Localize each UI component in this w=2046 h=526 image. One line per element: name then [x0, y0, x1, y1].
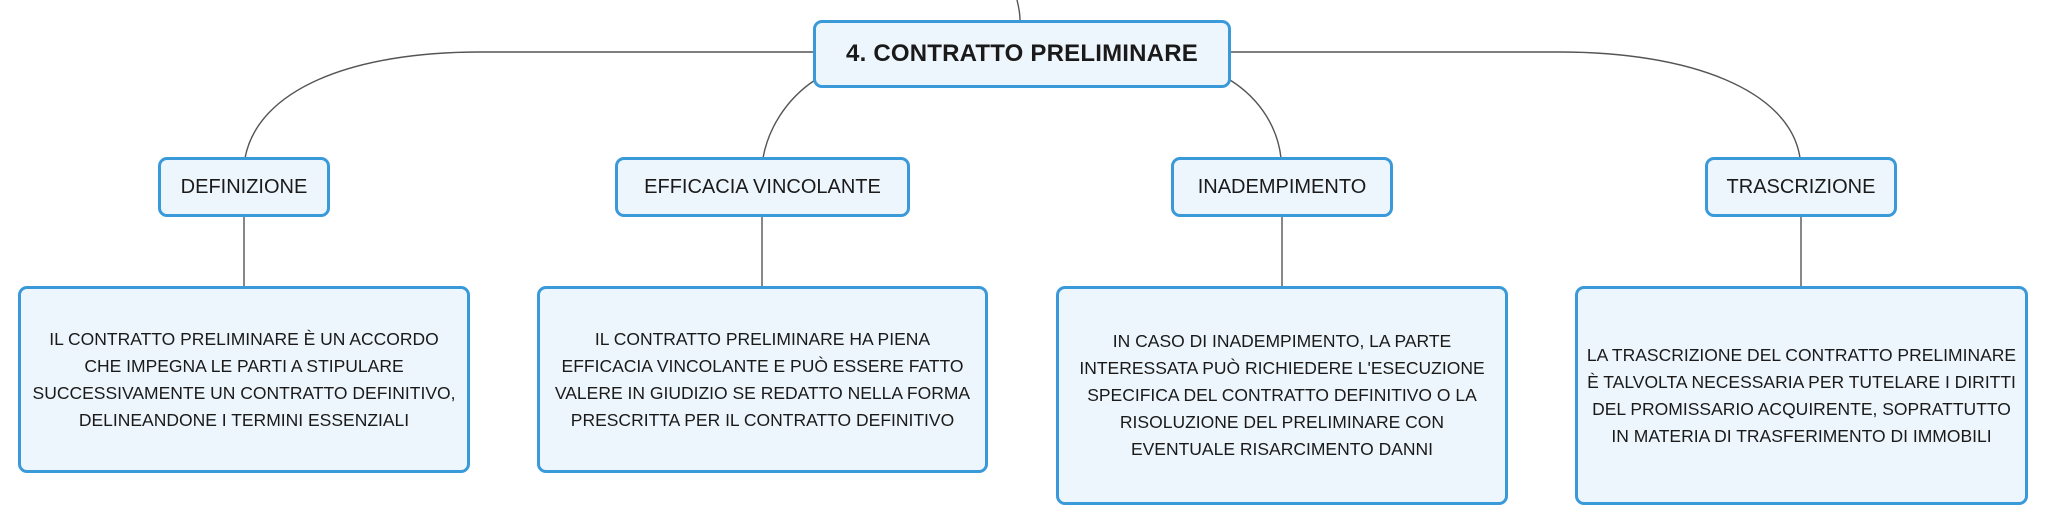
connector-root-parent	[1016, 0, 1021, 21]
desc-text: IL CONTRATTO PRELIMINARE È UN ACCORDO CH…	[32, 328, 456, 430]
branch-efficacia-vincolante[interactable]: EFFICACIA VINCOLANTE	[615, 157, 910, 217]
desc-inadempimento[interactable]: IN CASO DI INADEMPIMENTO, LA PARTE INTER…	[1056, 286, 1508, 505]
connector-root-definizione	[244, 51, 813, 159]
branch-label: INADEMPIMENTO	[1197, 175, 1367, 198]
desc-text: IL CONTRATTO PRELIMINARE HA PIENA EFFICA…	[554, 328, 971, 430]
branch-label: DEFINIZIONE	[180, 175, 308, 198]
branch-label: TRASCRIZIONE	[1726, 175, 1876, 198]
root-topic[interactable]: 4. CONTRATTO PRELIMINARE	[813, 20, 1231, 88]
branch-label: EFFICACIA VINCOLANTE	[644, 175, 881, 198]
branch-trascrizione[interactable]: TRASCRIZIONE	[1705, 157, 1897, 217]
connector-root-trascrizione	[1231, 51, 1801, 159]
desc-efficacia-vincolante[interactable]: IL CONTRATTO PRELIMINARE HA PIENA EFFICA…	[537, 286, 988, 473]
desc-definizione[interactable]: IL CONTRATTO PRELIMINARE È UN ACCORDO CH…	[18, 286, 470, 473]
desc-text: LA TRASCRIZIONE DEL CONTRATTO PRELIMINAR…	[1586, 344, 2017, 446]
connector-root-inadempimento	[1229, 79, 1282, 159]
branch-definizione[interactable]: DEFINIZIONE	[158, 157, 330, 217]
desc-trascrizione[interactable]: LA TRASCRIZIONE DEL CONTRATTO PRELIMINAR…	[1575, 286, 2028, 505]
desc-text: IN CASO DI INADEMPIMENTO, LA PARTE INTER…	[1079, 331, 1485, 459]
root-topic-label: 4. CONTRATTO PRELIMINARE	[846, 40, 1198, 67]
branch-inadempimento[interactable]: INADEMPIMENTO	[1171, 157, 1393, 217]
connector-root-efficacia	[762, 79, 816, 159]
